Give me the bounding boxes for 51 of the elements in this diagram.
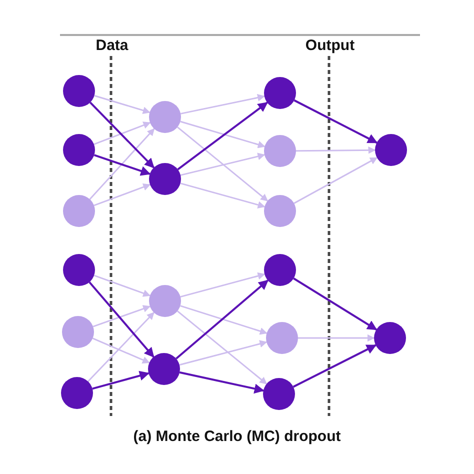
neuron-circle	[264, 77, 296, 109]
neuron-circle	[375, 134, 407, 166]
arrow	[292, 344, 377, 388]
arrow	[94, 94, 150, 114]
neuron-circle	[149, 163, 181, 195]
neuron-circle	[63, 195, 95, 227]
arrow	[92, 305, 151, 328]
arrow	[180, 305, 268, 335]
arrow	[88, 312, 154, 382]
caption: (a) Monte Carlo (MC) dropout	[133, 428, 341, 445]
arrow	[92, 338, 150, 364]
arrow	[94, 274, 151, 297]
arrow	[176, 280, 269, 360]
neuron-circle	[62, 316, 94, 348]
neuron-circle	[148, 353, 180, 385]
arrow	[176, 310, 268, 384]
neuron-circle	[264, 135, 296, 167]
arrow	[293, 278, 378, 330]
arrow	[94, 183, 151, 206]
neuron-circle	[266, 322, 298, 354]
neuron-circle	[63, 75, 95, 107]
neuron-circle	[149, 285, 181, 317]
arrow	[296, 146, 376, 154]
neuron-circle	[149, 101, 181, 133]
arrow	[294, 157, 378, 204]
arrow	[176, 126, 268, 202]
neuron-circle	[263, 378, 295, 410]
arrow	[177, 102, 268, 170]
arrow	[180, 152, 266, 176]
layer-label: Output	[305, 37, 355, 54]
arrow	[179, 340, 268, 366]
arrow	[88, 281, 154, 358]
arrow	[180, 272, 266, 298]
arrow	[179, 371, 264, 394]
arrow	[298, 334, 375, 342]
neuron-circle	[61, 377, 93, 409]
arrow	[294, 99, 378, 144]
arrow	[180, 94, 266, 114]
arrow	[94, 154, 151, 176]
layer-label: Data	[96, 37, 128, 54]
arrow	[89, 102, 155, 168]
neuron-circle	[264, 195, 296, 227]
arrow	[89, 128, 155, 200]
neuron-circle	[63, 134, 95, 166]
arrow	[180, 120, 266, 148]
arrow	[92, 370, 150, 390]
neuron-circle	[374, 322, 406, 354]
arrow	[94, 122, 151, 145]
arrow	[180, 182, 266, 208]
neuron-circle	[264, 254, 296, 286]
neuron-circle	[63, 254, 95, 286]
